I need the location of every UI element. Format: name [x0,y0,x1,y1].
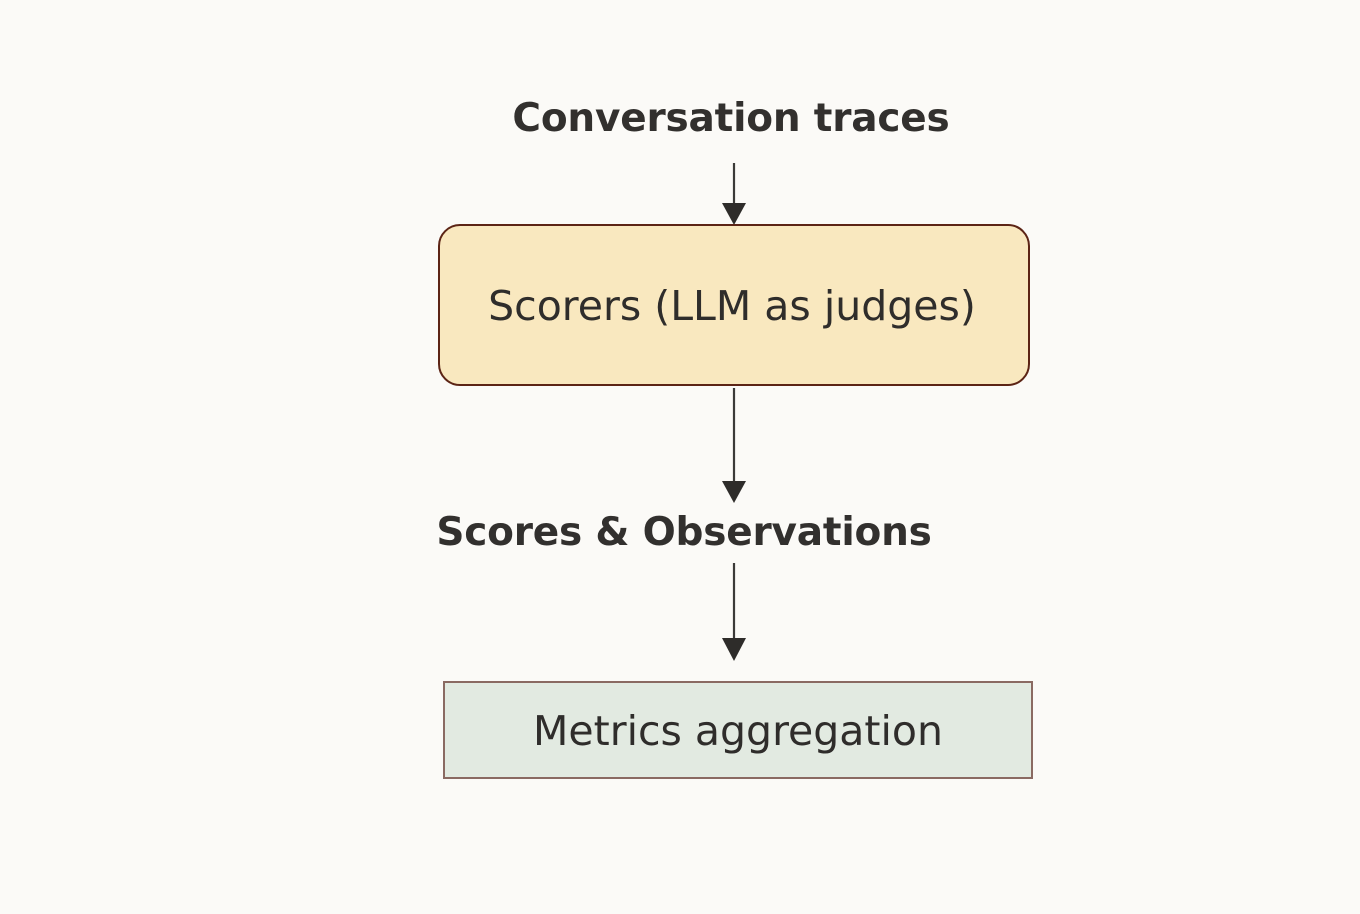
node-metrics-aggregation-box[interactable]: Metrics aggregation [443,681,1033,779]
edge-scorers-to-scores [722,388,746,503]
arrowhead-down-icon [722,481,746,503]
node-scores-observations: Scores & Observations [436,510,932,555]
arrowhead-down-icon [722,638,746,661]
edge-traces-to-scorers [722,163,746,225]
node-scorers-label: Scorers (LLM as judges) [488,281,976,330]
node-conversation-traces: Conversation traces [512,96,950,141]
node-scorers-box[interactable]: Scorers (LLM as judges) [438,224,1030,386]
node-metrics-aggregation-label: Metrics aggregation [533,706,943,755]
edge-scores-to-metrics [722,563,746,661]
arrowhead-down-icon [722,203,746,225]
